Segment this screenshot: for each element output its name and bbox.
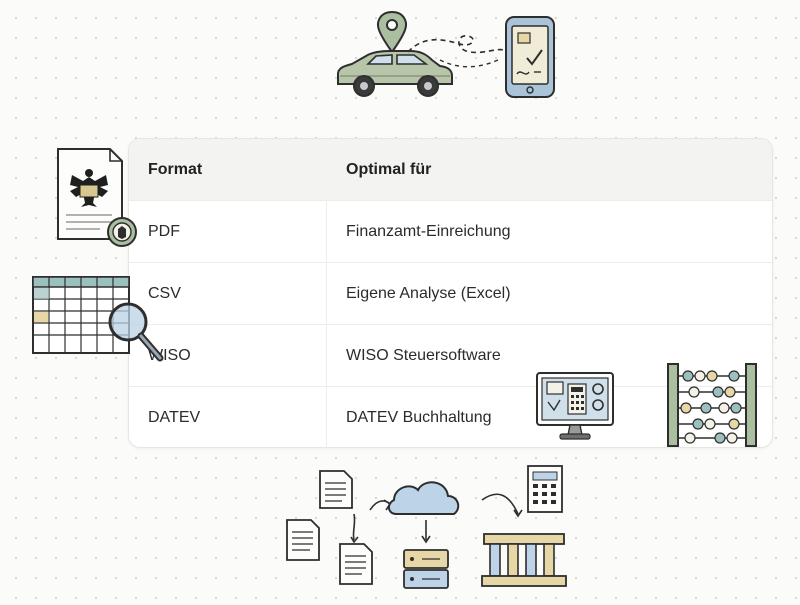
car-location-icon [337, 10, 453, 97]
spreadsheet-magnifier-icon [32, 276, 164, 362]
documents-icon [286, 470, 373, 585]
cell-use: Eigene Analyse (Excel) [346, 285, 511, 302]
cloud-sync-icon [369, 481, 460, 589]
header-optimal-for: Optimal für [346, 160, 432, 178]
format-table: Format Optimal für PDF Finanzamt-Einreic… [128, 138, 773, 448]
table-row: PDF Finanzamt-Einreichung [129, 200, 772, 263]
smartphone-checklist-icon [505, 16, 555, 98]
cell-format: CSV [148, 285, 181, 302]
cell-format: PDF [148, 223, 180, 240]
column-divider [326, 200, 327, 447]
table-row: DATEV DATEV Buchhaltung [129, 386, 772, 447]
cell-use: DATEV Buchhaltung [346, 409, 492, 426]
cell-use: WISO Steuersoftware [346, 347, 501, 364]
header-format: Format [148, 160, 203, 178]
eagle-document-icon [57, 148, 137, 247]
cell-use: Finanzamt-Einreichung [346, 223, 511, 240]
table-row: CSV Eigene Analyse (Excel) [129, 262, 772, 325]
cell-format: DATEV [148, 409, 201, 426]
computer-calculator-icon [536, 372, 614, 440]
abacus-icon [667, 363, 757, 447]
bank-building-icon [481, 465, 567, 587]
dashed-route-line [407, 35, 505, 68]
table-header-row: Format Optimal für [129, 139, 772, 200]
cell-format: WISO [148, 347, 191, 364]
